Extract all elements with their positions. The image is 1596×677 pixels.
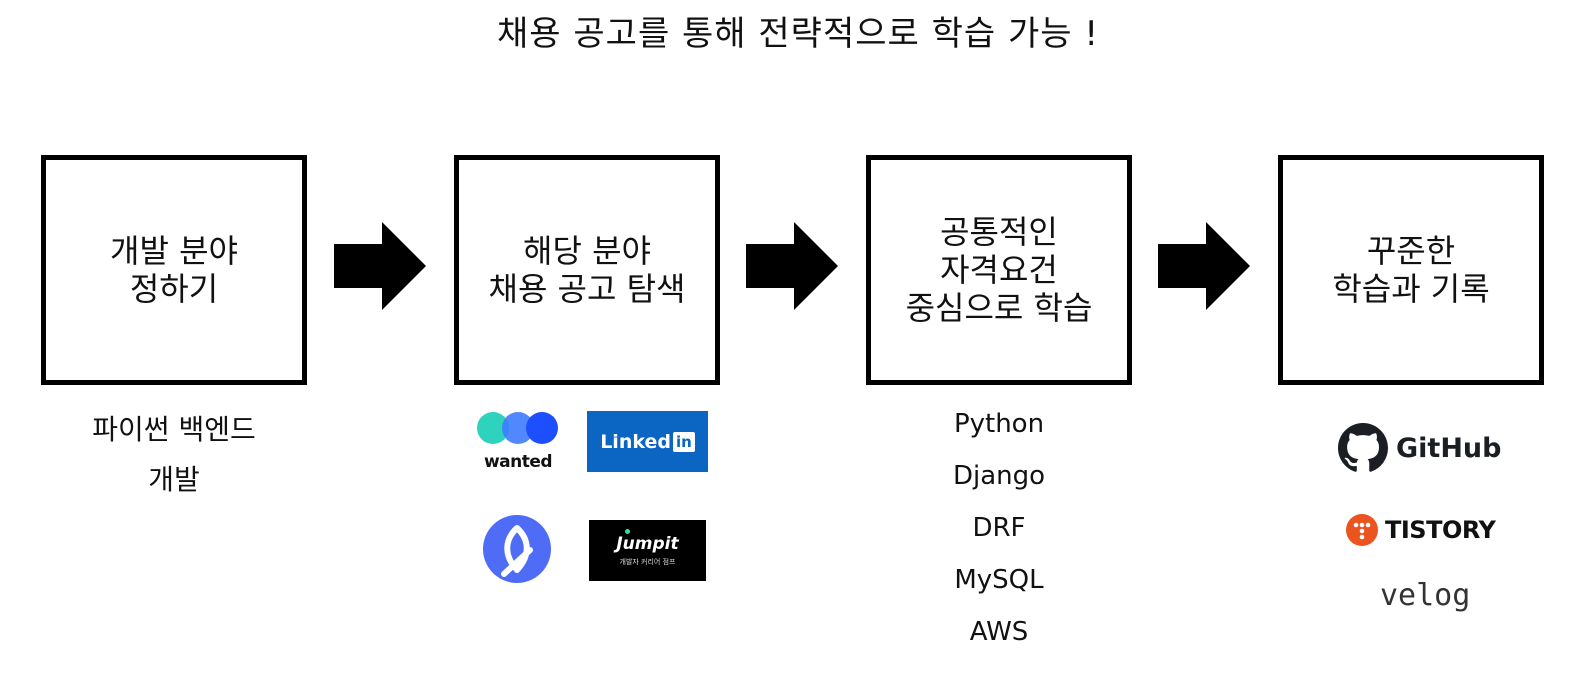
step-box-4: 꾸준한 학습과 기록	[1278, 155, 1544, 385]
tistory-wordmark: TISTORY	[1385, 516, 1496, 544]
skill-item: AWS	[969, 617, 1029, 647]
github-logo: GitHub	[1338, 422, 1508, 474]
jumpit-wordmark: Jumpit	[616, 534, 679, 554]
wanted-wordmark: wanted	[483, 452, 553, 472]
wanted-logo: wanted	[476, 410, 560, 472]
page-title: 채용 공고를 통해 전략적으로 학습 가능 !	[497, 14, 1099, 54]
skill-item: MySQL	[954, 565, 1044, 595]
arrow-right-icon	[334, 222, 426, 310]
skill-item: Django	[952, 461, 1046, 491]
tistory-logo-icon	[1346, 514, 1378, 546]
velog-wordmark: velog	[1380, 578, 1471, 613]
arrow-right-icon	[746, 222, 838, 310]
field-detail: 파이썬 백엔드 개발	[92, 413, 256, 496]
jumpit-tagline: 개발자 커리어 점프	[619, 558, 676, 566]
step-box-1: 개발 분야 정하기	[41, 155, 307, 385]
linkedin-in-badge: in	[672, 431, 695, 452]
jumpit-dot	[625, 529, 630, 534]
step-box-2: 해당 분야 채용 공고 탐색	[454, 155, 720, 385]
step-label-4: 꾸준한 학습과 기록	[1332, 232, 1490, 308]
github-octocat-icon	[1338, 423, 1388, 472]
linkedin-logo: Linked in	[587, 411, 708, 472]
rocketpunch-logo	[482, 514, 552, 588]
step-label-2: 해당 분야 채용 공고 탐색	[488, 232, 686, 308]
skill-item: Python	[953, 409, 1045, 439]
linkedin-wordmark: Linked	[600, 430, 671, 453]
tistory-logo: TISTORY	[1346, 513, 1506, 547]
skills-list: Python Django DRF MySQL AWS	[866, 398, 1132, 658]
rocketpunch-logo-icon	[483, 515, 551, 583]
step-label-3: 공통적인 자격요건 중심으로 학습	[905, 213, 1093, 327]
step-box-3: 공통적인 자격요건 중심으로 학습	[866, 155, 1132, 385]
github-wordmark: GitHub	[1396, 432, 1502, 464]
jumpit-logo: Jumpit 개발자 커리어 점프	[589, 520, 706, 581]
wanted-logo-icon	[477, 412, 558, 444]
arrow-right-icon	[1158, 222, 1250, 310]
step-label-1: 개발 분야 정하기	[110, 232, 238, 308]
skill-item: DRF	[972, 513, 1026, 543]
